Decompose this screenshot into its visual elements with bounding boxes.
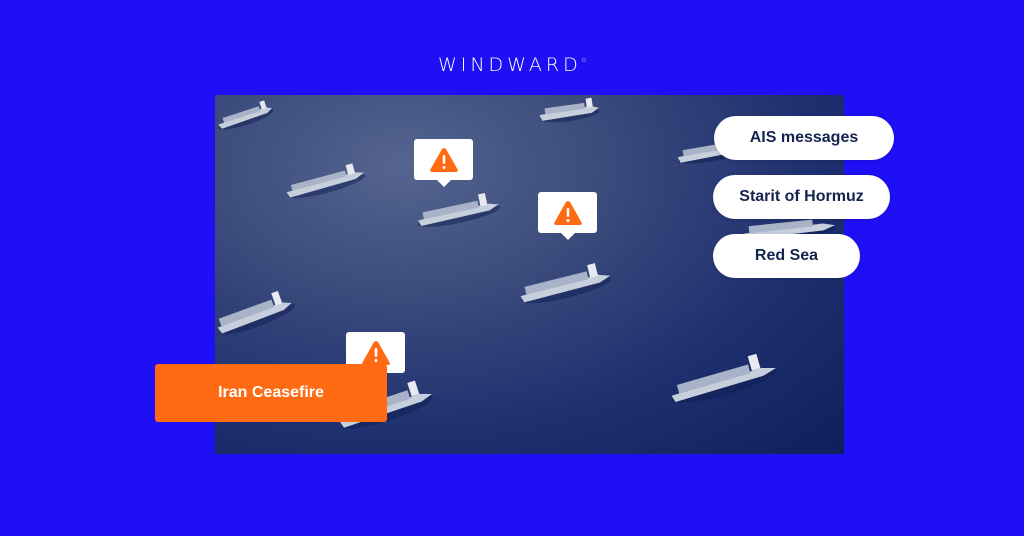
pill-ais-messages[interactable]: AIS messages xyxy=(714,116,894,160)
pill-red-sea[interactable]: Red Sea xyxy=(713,234,860,278)
ship-icon xyxy=(671,353,777,403)
ship-icon xyxy=(417,193,501,227)
ship-icon xyxy=(286,163,365,199)
alert-bubble[interactable] xyxy=(414,139,473,187)
ship-icon xyxy=(218,100,274,130)
logo-text: WINDWARD xyxy=(437,54,582,76)
warning-icon xyxy=(361,340,390,365)
warning-icon xyxy=(553,200,582,225)
pill-strait-of-hormuz[interactable]: Starit of Hormuz xyxy=(713,175,890,219)
alert-bubble[interactable] xyxy=(538,192,597,240)
ship-icon xyxy=(539,97,600,123)
ship-icon xyxy=(217,290,295,335)
ship-icon xyxy=(520,263,612,304)
iran-ceasefire-tag[interactable]: Iran Ceasefire xyxy=(155,364,387,422)
windward-logo: WINDWARDo xyxy=(0,54,1024,76)
warning-icon xyxy=(429,147,458,172)
logo-mark: o xyxy=(581,56,587,64)
